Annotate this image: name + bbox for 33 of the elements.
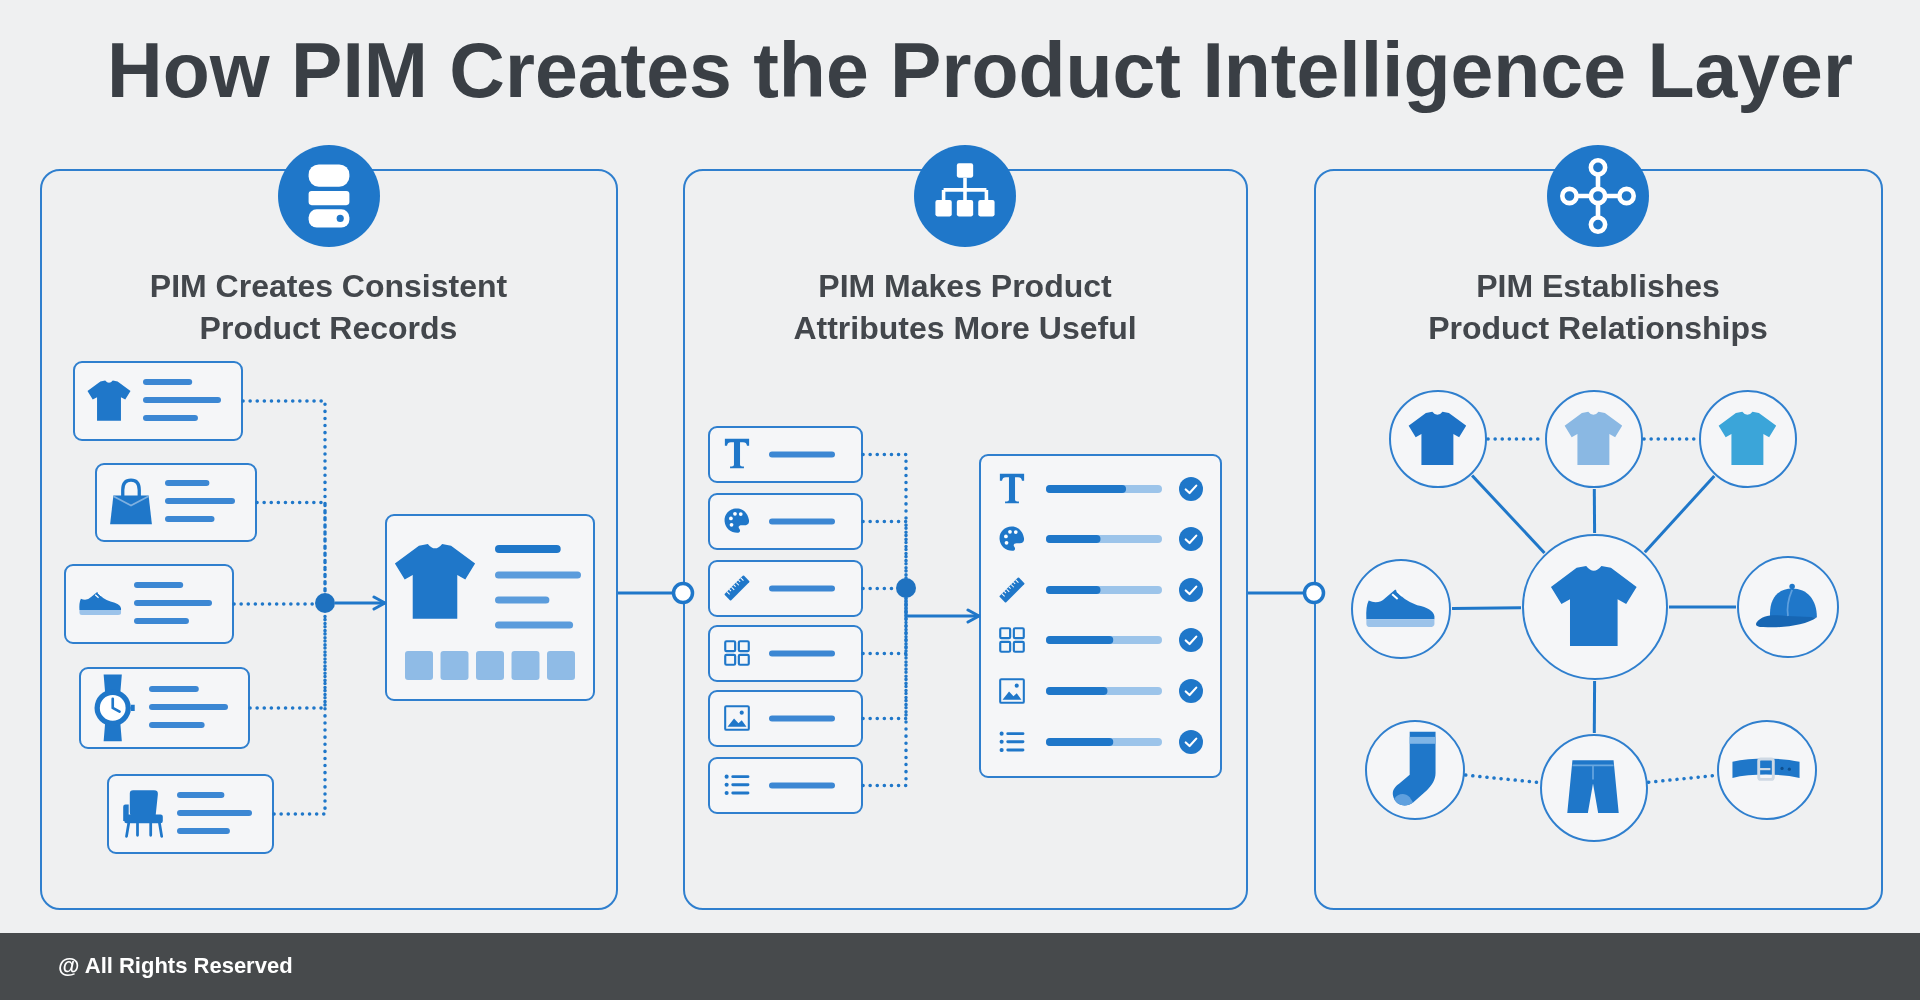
dotted-connector <box>861 519 908 580</box>
product-card <box>94 462 257 542</box>
connector-line <box>1452 606 1521 610</box>
arrow <box>335 595 387 611</box>
connector-line <box>1471 474 1546 554</box>
attribute-list-card <box>978 453 1222 778</box>
connector-line <box>1592 681 1597 733</box>
merge-dot <box>314 592 335 613</box>
attribute-card <box>707 425 863 483</box>
attribute-card <box>707 689 863 747</box>
dotted-connector <box>861 596 908 721</box>
product-card <box>63 563 234 644</box>
copyright-notice: @ All Rights Reserved <box>58 953 293 979</box>
product-record-card <box>384 513 595 701</box>
product-card <box>106 773 274 854</box>
attribute-card <box>707 492 863 550</box>
dotted-connector <box>255 500 327 595</box>
connector-line <box>1669 605 1736 609</box>
panel-heading: PIM Establishes Product Relationships <box>1427 266 1769 348</box>
attribute-card <box>707 624 863 682</box>
panel-heading: PIM Creates Consistent Product Records <box>148 266 509 348</box>
connector-line <box>1592 489 1597 533</box>
arrow <box>904 598 981 624</box>
product-card <box>72 360 243 441</box>
product-card <box>78 666 250 749</box>
connector-line <box>618 581 695 605</box>
merge-dot <box>895 577 916 598</box>
attribute-card <box>707 559 863 617</box>
connector-line <box>1248 581 1326 605</box>
connector-line <box>1643 475 1716 554</box>
panel-heading: PIM Makes Product Attributes More Useful <box>792 266 1138 348</box>
dotted-connector <box>232 602 317 606</box>
attribute-card <box>707 756 863 814</box>
